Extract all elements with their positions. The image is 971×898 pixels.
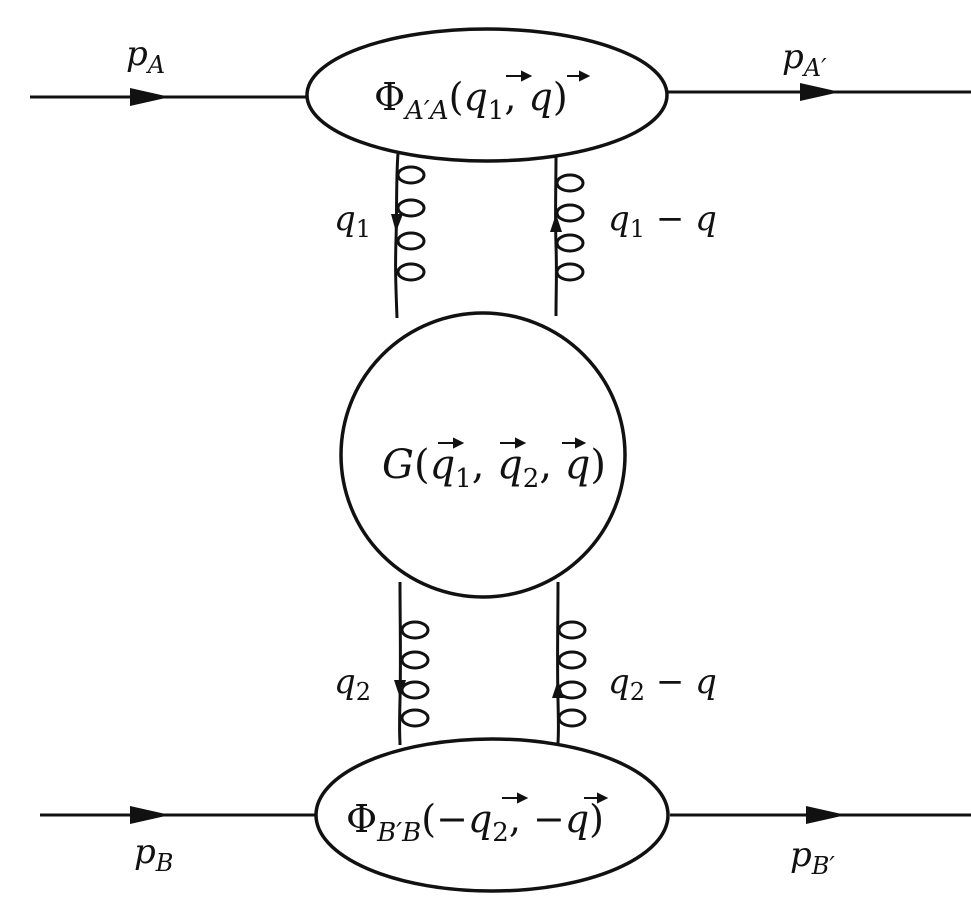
arrow-q2-minus-q xyxy=(552,680,564,698)
gluon-loop xyxy=(400,680,430,700)
label-q1-minus-q: q1 − q xyxy=(608,199,717,243)
vector-arrow-head xyxy=(453,437,465,449)
vector-arrow-head xyxy=(515,437,527,449)
arrow-p-B xyxy=(130,806,170,824)
label-p-B-prime: pB′ xyxy=(790,835,835,880)
gluon-loop xyxy=(555,262,585,282)
label-p-B: pB xyxy=(134,832,173,877)
gluon-loop xyxy=(400,620,430,640)
vector-arrow-head xyxy=(521,70,533,82)
gluon-q2 xyxy=(398,581,402,746)
gluon-loop xyxy=(557,620,587,640)
label-q2-minus-q: q2 − q xyxy=(608,662,717,706)
gluon-loop xyxy=(555,203,585,223)
label-q1: q1 xyxy=(334,199,371,243)
gluon-loop xyxy=(557,708,587,728)
vector-arrow-head xyxy=(579,70,591,82)
vector-arrow-head xyxy=(575,437,587,449)
gluon-loop xyxy=(555,233,585,253)
impact-factor-bottom-blob xyxy=(314,737,670,893)
label-impact-factor-top: ΦA′A(q1, q) xyxy=(374,75,568,126)
arrow-q1-minus-q xyxy=(550,214,562,232)
impact-factor-top-blob xyxy=(305,27,669,163)
gluon-loop xyxy=(400,708,430,728)
gluon-loop xyxy=(396,262,426,282)
gluon-loop xyxy=(396,198,426,218)
gluon-loop xyxy=(557,650,587,670)
label-q2: q2 xyxy=(334,662,371,706)
arrow-q1 xyxy=(391,214,403,232)
label-impact-factor-bottom: ΦB′B(−q2, −q) xyxy=(346,797,604,848)
arrow-p-A xyxy=(130,88,170,106)
gluon-loop xyxy=(555,173,585,193)
green-function-blob xyxy=(339,311,627,599)
gluon-loop xyxy=(396,165,426,185)
arrow-q2 xyxy=(394,680,406,698)
label-green-function: G(q1, q2, q) xyxy=(382,442,606,494)
vector-arrow-head xyxy=(517,792,529,804)
arrow-p-B-prime xyxy=(806,806,846,824)
gluon-loop xyxy=(396,231,426,251)
label-p-A-prime: pA′ xyxy=(782,37,827,82)
gluon-loop xyxy=(400,650,430,670)
vector-arrow-head xyxy=(597,792,609,804)
label-p-A: pA xyxy=(126,34,165,79)
arrow-p-A-prime xyxy=(800,83,840,101)
